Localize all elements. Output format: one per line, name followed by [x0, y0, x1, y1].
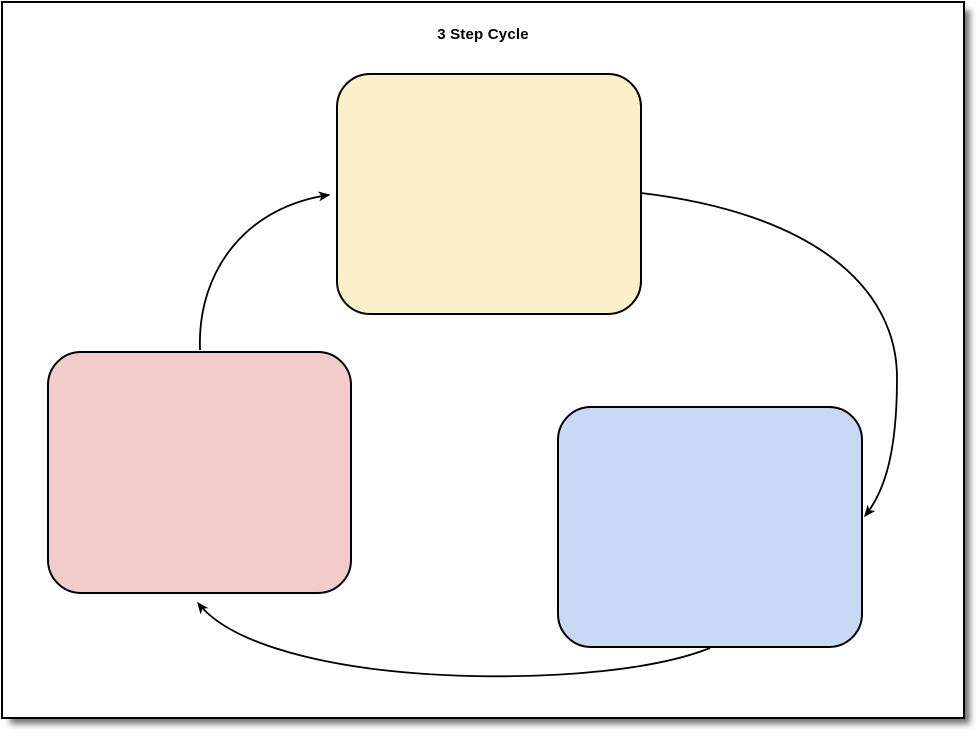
diagram-page: 3 Step Cycle [1, 1, 965, 719]
cycle-arrows-layer [197, 191, 898, 678]
cycle-step-3-box [47, 351, 352, 594]
arrow-step2-to-step3 [197, 601, 711, 678]
cycle-step-1-box [336, 73, 642, 315]
cycle-step-2-box [557, 406, 863, 648]
diagram-title: 3 Step Cycle [437, 26, 529, 43]
arrow-step3-to-step1 [199, 191, 331, 351]
arrow-step1-to-step2 [640, 192, 898, 518]
